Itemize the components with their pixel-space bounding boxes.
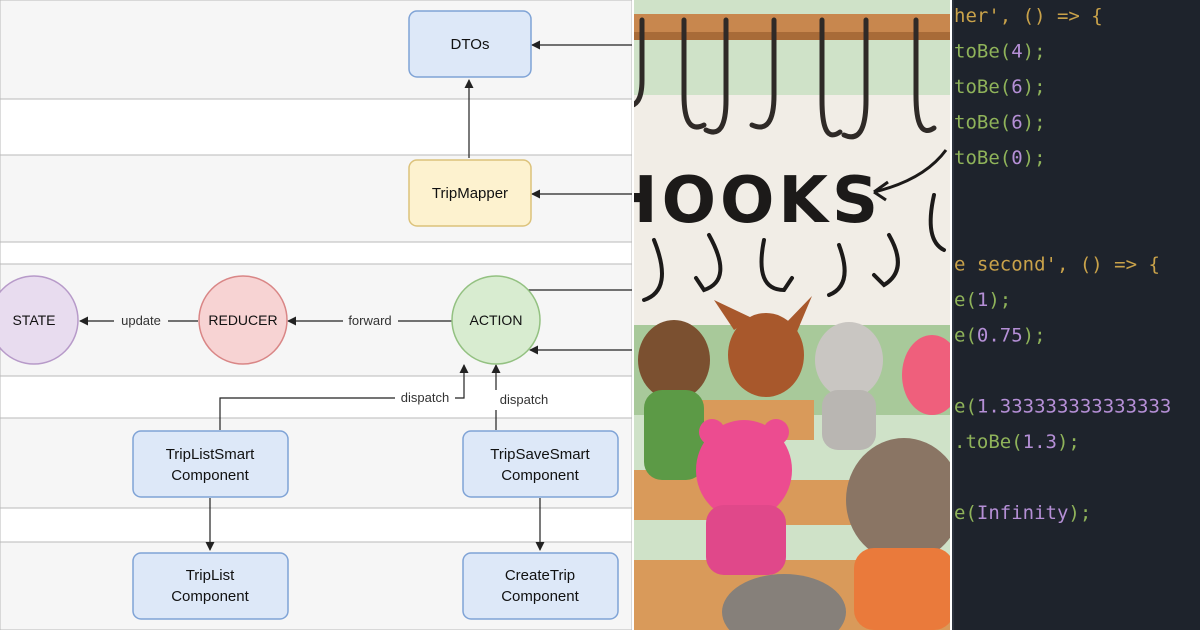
node-reducer: REDUCER <box>198 275 288 365</box>
node-trip-list-smart: TripListSmart Component <box>132 430 289 498</box>
code-line: .toBe(1.3); <box>954 431 1080 453</box>
node-trip-mapper: TripMapper <box>408 159 532 227</box>
architecture-diagram-panel: update forward dispatch dispatch DTOs Tr… <box>0 0 632 630</box>
node-trip-save-smart-line1: TripSaveSmart <box>490 446 590 463</box>
edge-label-dispatch-left: dispatch <box>401 390 449 405</box>
code-line: e(1); <box>954 289 1011 311</box>
panel-divider-right <box>950 0 952 630</box>
hooks-illustration-panel: HOOKS <box>634 0 950 630</box>
node-trip-list: TripList Component <box>132 552 289 620</box>
node-action: ACTION <box>451 275 541 365</box>
node-trip-list-smart-line1: TripListSmart <box>166 446 255 463</box>
node-state-label: STATE <box>12 312 55 328</box>
board-arrow-icon <box>873 149 948 194</box>
code-line: toBe(6); <box>954 112 1046 134</box>
node-create-trip: CreateTrip Component <box>462 552 619 620</box>
node-trip-mapper-label: TripMapper <box>432 185 508 202</box>
edge-label-forward: forward <box>348 313 391 328</box>
edge-label-dispatch-right: dispatch <box>500 392 548 407</box>
hooks-illustration: HOOKS <box>634 0 950 630</box>
animal-students <box>638 296 950 630</box>
code-line: toBe(0); <box>954 147 1046 169</box>
node-trip-list-line2: Component <box>171 588 249 605</box>
node-action-label: ACTION <box>470 312 523 328</box>
node-trip-list-smart-line2: Component <box>171 467 249 484</box>
code-line: her', () => { <box>954 5 1103 27</box>
panel-divider-left <box>632 0 634 630</box>
edge-triplistsmart-dispatch-b <box>455 364 469 399</box>
edge-triplistsmart-dispatch <box>219 397 395 430</box>
edge-label-update: update <box>121 313 161 328</box>
code-line: e(1.333333333333333 <box>954 396 1171 418</box>
node-trip-list-line1: TripList <box>186 567 235 584</box>
node-dtos-label: DTOs <box>451 36 490 53</box>
hook-rail <box>634 14 950 32</box>
code-line: toBe(4); <box>954 41 1046 63</box>
board-title: HOOKS <box>634 164 882 238</box>
node-create-trip-line1: CreateTrip <box>505 567 575 584</box>
node-dtos: DTOs <box>408 10 532 78</box>
whiteboard <box>634 95 950 325</box>
diagram-edges <box>79 40 632 551</box>
node-trip-save-smart: TripSaveSmart Component <box>462 430 619 498</box>
code-line: e(Infinity); <box>954 502 1091 524</box>
diagram-canvas: update forward dispatch dispatch DTOs Tr… <box>0 0 632 630</box>
code-editor-panel: her', () => { toBe(4); toBe(6); toBe(6); toB… <box>952 0 1200 630</box>
code-line: e(0.75); <box>954 325 1046 347</box>
node-create-trip-line2: Component <box>501 588 579 605</box>
code-line: e second', () => { <box>954 254 1160 276</box>
code-line: toBe(6); <box>954 76 1046 98</box>
hanging-hooks-icon <box>634 17 937 140</box>
node-reducer-label: REDUCER <box>208 312 277 328</box>
node-state: STATE <box>0 275 79 365</box>
drawn-hooks-icon <box>642 193 946 302</box>
node-trip-save-smart-line2: Component <box>501 467 579 484</box>
code-editor-canvas: her', () => { toBe(4); toBe(6); toBe(6); toB… <box>952 0 1200 630</box>
